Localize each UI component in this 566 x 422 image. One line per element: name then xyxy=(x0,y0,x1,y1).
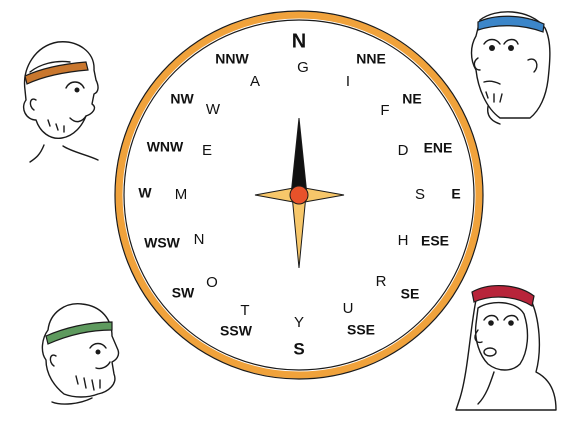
direction-nw: NW xyxy=(170,91,194,107)
man-top-left xyxy=(24,42,98,162)
letter-sw: O xyxy=(206,274,218,291)
letter-ne: F xyxy=(380,102,389,119)
direction-se: SE xyxy=(401,286,420,302)
direction-ssw: SSW xyxy=(220,323,253,339)
direction-nne: NNE xyxy=(356,51,386,67)
direction-n: N xyxy=(292,30,306,52)
compass: N NNE NE ENE E ESE SE SSE S SSW SW WSW W… xyxy=(115,11,483,379)
man-top-right xyxy=(472,12,550,124)
letter-wnw: E xyxy=(202,142,212,159)
direction-w: W xyxy=(138,185,152,201)
letter-s: Y xyxy=(294,314,304,331)
letter-sse: U xyxy=(343,300,354,317)
direction-sse: SSE xyxy=(347,322,375,338)
direction-e: E xyxy=(451,186,460,202)
direction-ese: ESE xyxy=(421,233,449,249)
letter-ssw: T xyxy=(240,302,249,319)
direction-wsw: WSW xyxy=(144,235,181,251)
needle-center-pin xyxy=(290,186,308,204)
letter-e: S xyxy=(415,186,425,203)
man-bottom-right xyxy=(456,286,556,410)
direction-s: S xyxy=(293,339,304,358)
letter-n: G xyxy=(297,59,309,76)
letter-ene: D xyxy=(398,142,409,159)
letter-se: R xyxy=(376,273,387,290)
letter-nnw: A xyxy=(250,73,260,90)
letter-wsw: N xyxy=(194,231,205,248)
direction-wnw: WNW xyxy=(147,139,184,155)
letter-nne: I xyxy=(346,73,350,90)
direction-sw: SW xyxy=(172,285,195,301)
direction-ene: ENE xyxy=(424,140,453,156)
letter-nw: W xyxy=(206,101,221,118)
direction-nnw: NNW xyxy=(215,51,249,67)
letter-ese: H xyxy=(398,232,409,249)
letter-w: M xyxy=(175,186,188,203)
direction-ne: NE xyxy=(402,91,421,107)
man-bottom-left xyxy=(42,304,118,404)
